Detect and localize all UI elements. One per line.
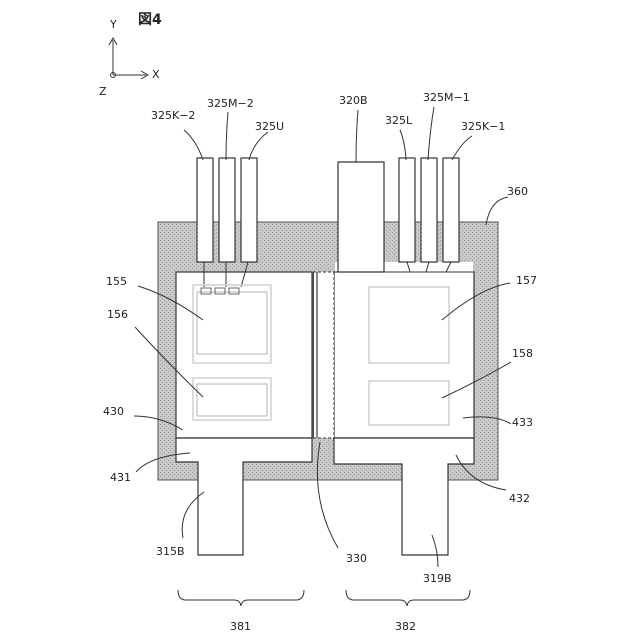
lead-325m-1 [421, 158, 437, 262]
label-330: 330 [346, 552, 367, 565]
die-pad-left-area [176, 272, 312, 438]
die-pad-right-area [334, 272, 474, 438]
axis-label-z: Z [99, 85, 107, 98]
label-430: 430 [103, 405, 124, 418]
axis-indicator: Y X Z [99, 18, 160, 98]
label-325u: 325U [255, 120, 284, 133]
lead-325k-1 [443, 158, 459, 262]
label-432: 432 [509, 492, 530, 505]
label-320b: 320B [339, 94, 368, 107]
brace-382 [346, 590, 470, 606]
label-325m-2: 325M−2 [207, 97, 254, 110]
label-431: 431 [110, 471, 131, 484]
label-433: 433 [512, 416, 533, 429]
lead-frame-433-with-terminal-319b [334, 438, 474, 555]
lead-325m-2 [219, 158, 235, 262]
label-155: 155 [106, 275, 127, 288]
label-319b: 319B [423, 572, 452, 585]
brace-381 [178, 590, 304, 606]
label-157: 157 [516, 274, 537, 287]
label-325k-1: 325K−1 [461, 120, 505, 133]
label-158: 158 [512, 347, 533, 360]
gap-330-area [312, 272, 334, 438]
label-360: 360 [507, 185, 528, 198]
lead-325l [399, 158, 415, 262]
label-325k-2: 325K−2 [151, 109, 195, 122]
label-325m-1: 325M−1 [423, 91, 470, 104]
figure-title: 図4 [138, 12, 162, 28]
label-325l: 325L [385, 114, 413, 127]
label-382: 382 [395, 620, 416, 633]
axis-label-y: Y [109, 18, 117, 31]
lead-325u [241, 158, 257, 262]
label-156: 156 [107, 308, 128, 321]
axis-label-x: X [152, 68, 160, 81]
lead-frame-430-with-terminal-315b [176, 438, 312, 555]
label-381: 381 [230, 620, 251, 633]
label-315b: 315B [156, 545, 185, 558]
lead-325k-2 [197, 158, 213, 262]
lead-320b [338, 162, 384, 272]
